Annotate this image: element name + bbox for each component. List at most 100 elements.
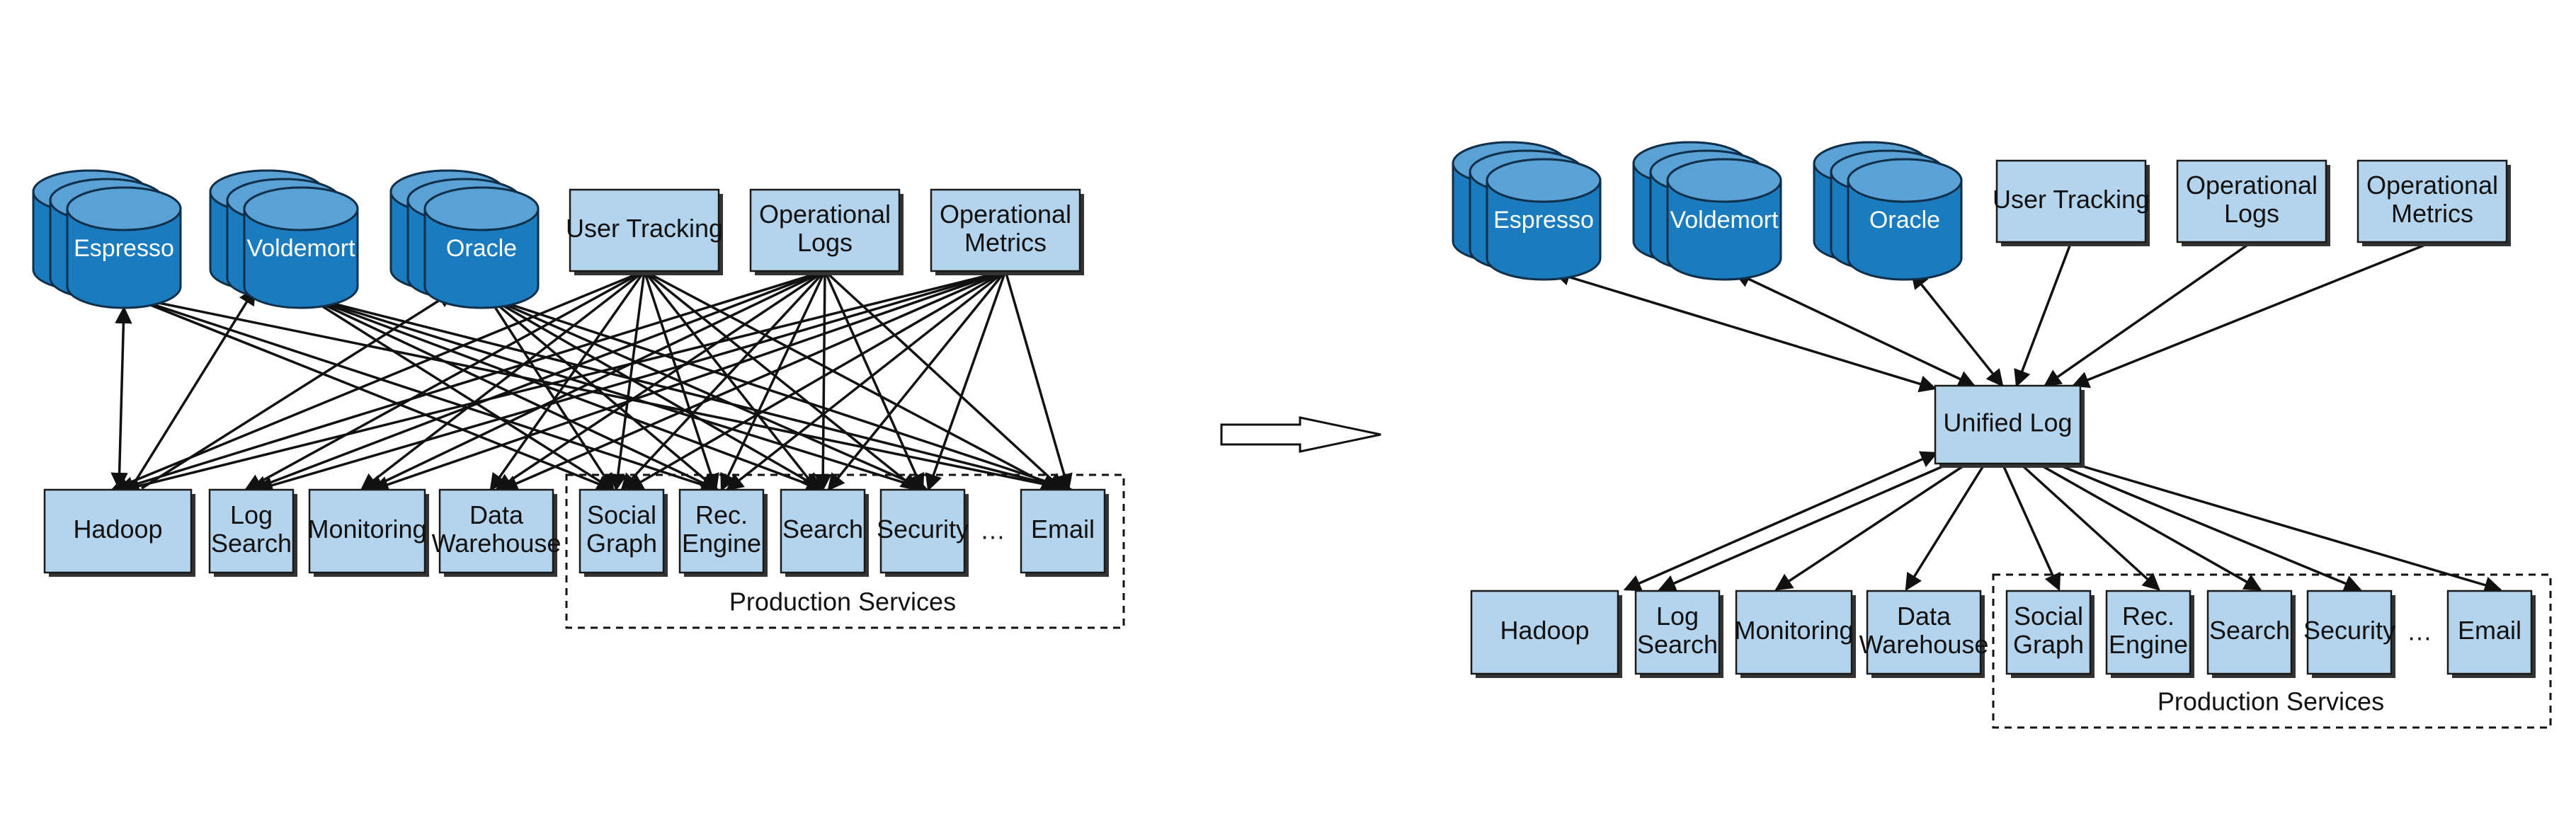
left-edge-src-0-to-7 [643,270,918,491]
left-source-user-tracking-label: User Tracking [566,214,723,243]
unified-log-hub-label: Unified Log [1943,408,2072,437]
left-db-oracle-label: Oracle [446,235,517,262]
left-source-user-tracking: User Tracking [566,188,723,275]
left-edge-db-2-svc-0 [487,297,615,492]
left-production-services-label: Production Services [729,587,956,616]
right-edge-hub-to-3 [2001,463,2061,592]
right-db-voldemort-cylinder-top [1666,158,1782,203]
right-service-security: Security [2303,590,2395,678]
left-source-operational-metrics-label-line1: Operational [940,200,1071,229]
right-db-oracle-cylinder-top [1847,158,1963,203]
left-source-operational-logs-label-line2: Logs [797,228,853,257]
right-service-search-box [2206,590,2293,675]
right-consumer-monitoring-box [1735,590,1853,675]
left-db-oracle-cylinder-top [423,186,540,231]
left-db-voldemort-label: Voldemort [246,235,355,262]
left-source-operational-metrics-label-line2: Metrics [964,228,1047,257]
left-consumer-log-search-label-line2: Search [211,529,292,558]
right-consumer-log-search-box [1634,590,1721,675]
left-edge-src-1-to-7 [823,270,925,492]
right-consumer-hadoop-label: Hadoop [1500,616,1589,645]
right-source-user-tracking: User Tracking [1993,159,2150,246]
right-edge-hub-to-1 [1774,462,1968,591]
left-edge-src-1-to-0 [116,270,826,494]
left-service-email: Email [1020,488,1109,577]
right-db-voldemort: Voldemort [1632,141,1782,281]
left-edge-src-1-to-3 [494,270,826,491]
left-edge-src-2-to-3 [500,270,1006,492]
left-service-rec-engine-label-line1: Rec. [695,500,748,529]
left-db-espresso-cylinder-top [66,186,182,231]
left-edge-src-2-to-4 [625,270,1006,491]
left-edge-hadoop-voldemort [130,287,256,489]
left-consumer-monitoring-box [308,488,426,574]
left-service-email-box [1020,488,1106,574]
left-source-operational-logs-label-line1: Operational [759,200,891,229]
left-consumer-data-warehouse-label-line2: Warehouse [432,529,562,558]
left-consumer-log-search-label-line1: Log [230,500,273,529]
left-service-social-graph-label-line2: Graph [586,529,657,558]
right-db-voldemort-cylinder-3 [1666,158,1782,281]
left-edge-src-0-to-1 [244,270,645,491]
right-edge-hub-to-0 [1658,462,1950,592]
right-service-search: Search [2206,590,2296,678]
left-consumer-monitoring-label: Monitoring [307,515,426,544]
right-source-operational-metrics-box [2356,159,2508,243]
left-db-oracle: Oracle [389,169,540,309]
right-service-security-label: Security [2303,616,2395,645]
right-edge-hub-to-7 [2073,462,2502,594]
right-production-services-group [1992,573,2552,729]
left-db-voldemort-cylinder-top [243,186,359,231]
right-production-services-label: Production Services [2158,687,2384,716]
left-edge-src-2-to-6 [827,270,1007,491]
left-consumer-data-warehouse-label-line1: Data [469,500,524,529]
right-consumer-data-warehouse-label-line1: Data [1897,602,1951,631]
left-service-email-label: Email [1031,515,1095,544]
right-service-social-graph-label-line2: Graph [2013,630,2084,659]
transition-arrow-icon [1220,416,1381,453]
left-source-user-tracking-box [569,188,720,272]
left-edge-src-0-to-6 [643,270,819,491]
right-db-espresso-cylinder-3 [1486,158,1602,281]
left-edge-db-2-svc-1 [487,296,719,491]
left-db-oracle-cylinder-3 [423,186,540,309]
left-consumer-data-warehouse-box [438,488,554,574]
right-service-email-label: Email [2458,616,2521,645]
right-db-oracle-label: Oracle [1869,207,1940,234]
right-service-security-box [2306,590,2393,675]
left-edge-hadoop-espresso [110,306,132,490]
left-edge-src-1-to-6 [814,270,832,492]
right-service-rec-engine-label-line1: Rec. [2122,602,2175,631]
left-edge-src-1-to-1 [249,270,826,493]
left-edge-src-1-to-8 [823,270,1064,491]
left-edge-src-1-to-5 [720,270,826,492]
right-consumer-monitoring: Monitoring [1734,590,1856,678]
right-source-operational-logs-label-line2: Logs [2224,199,2279,228]
right-edge-voldemort-hub [1733,271,1976,387]
right-source-operational-logs-label-line1: Operational [2186,171,2318,200]
left-service-security-box [879,488,966,574]
right-edge-source-1-hub [2043,241,2252,387]
right-consumer-log-search-label-line1: Log [1656,602,1699,631]
left-edge-src-0-to-0 [110,270,645,492]
left-edge-db-0-svc-0 [130,296,615,493]
left-service-search-box [780,488,866,574]
left-service-security-label: Security [877,515,969,544]
left-edge-db-2-svc-4 [488,296,1073,493]
right-consumer-data-warehouse-label-line2: Warehouse [1859,630,1989,659]
right-edge-oracle-hub [1910,271,2004,387]
left-edge-src-2-to-1 [255,270,1006,494]
right-service-social-graph-box [2005,590,2092,675]
left-service-rec-engine-label-line2: Engine [682,529,761,558]
left-edge-db-1-svc-0 [307,296,615,491]
left-source-operational-metrics-box [930,188,1081,272]
left-db-voldemort: Voldemort [209,169,359,309]
